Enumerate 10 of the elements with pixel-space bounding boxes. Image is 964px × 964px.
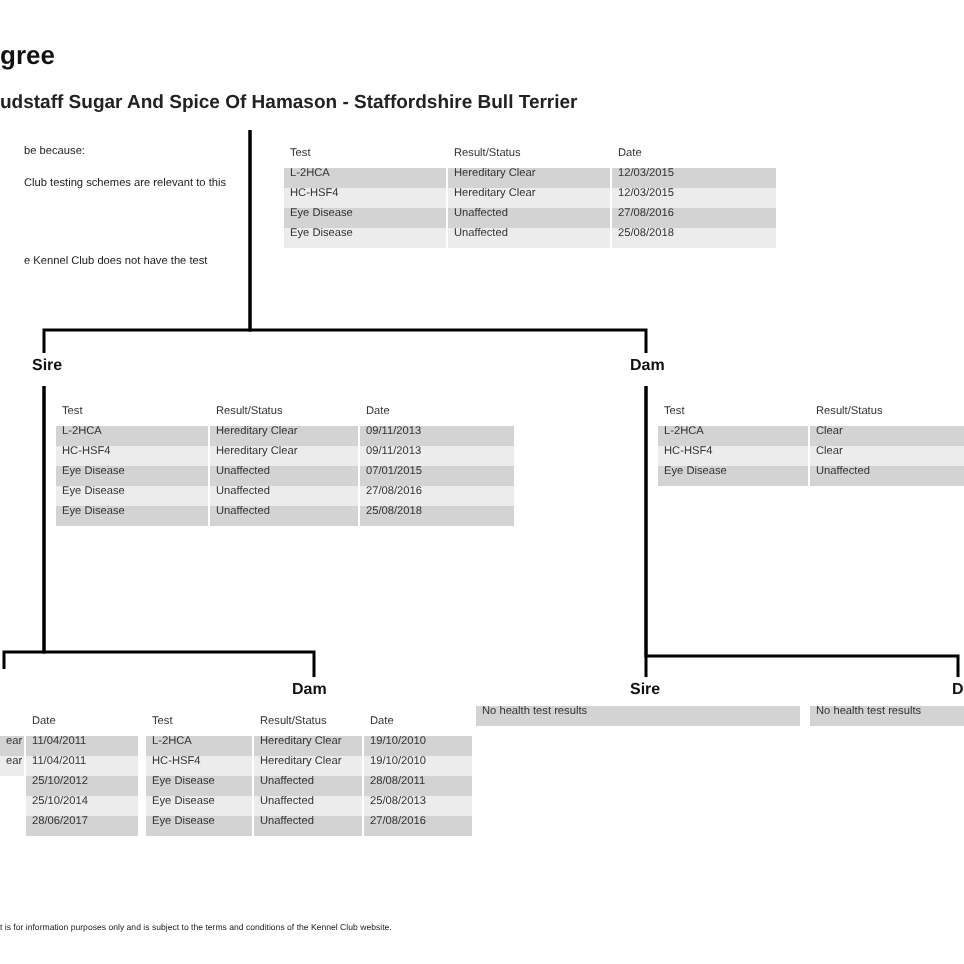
page-title: gree	[0, 40, 55, 70]
pedigree-heading: Dam	[292, 680, 327, 698]
pedigree-line	[42, 386, 316, 677]
pedigree-heading: D	[952, 680, 964, 698]
pedigree-heading: Sire	[630, 680, 661, 698]
pedigree-heading: Dam	[630, 356, 665, 374]
pedigree-line	[644, 386, 960, 677]
pedigree-line	[248, 130, 648, 353]
pedigree-heading: Sire	[32, 356, 63, 374]
dog-name: udstaff Sugar And Spice Of Hamason - Staffordshire Bull Terrier	[0, 92, 578, 114]
